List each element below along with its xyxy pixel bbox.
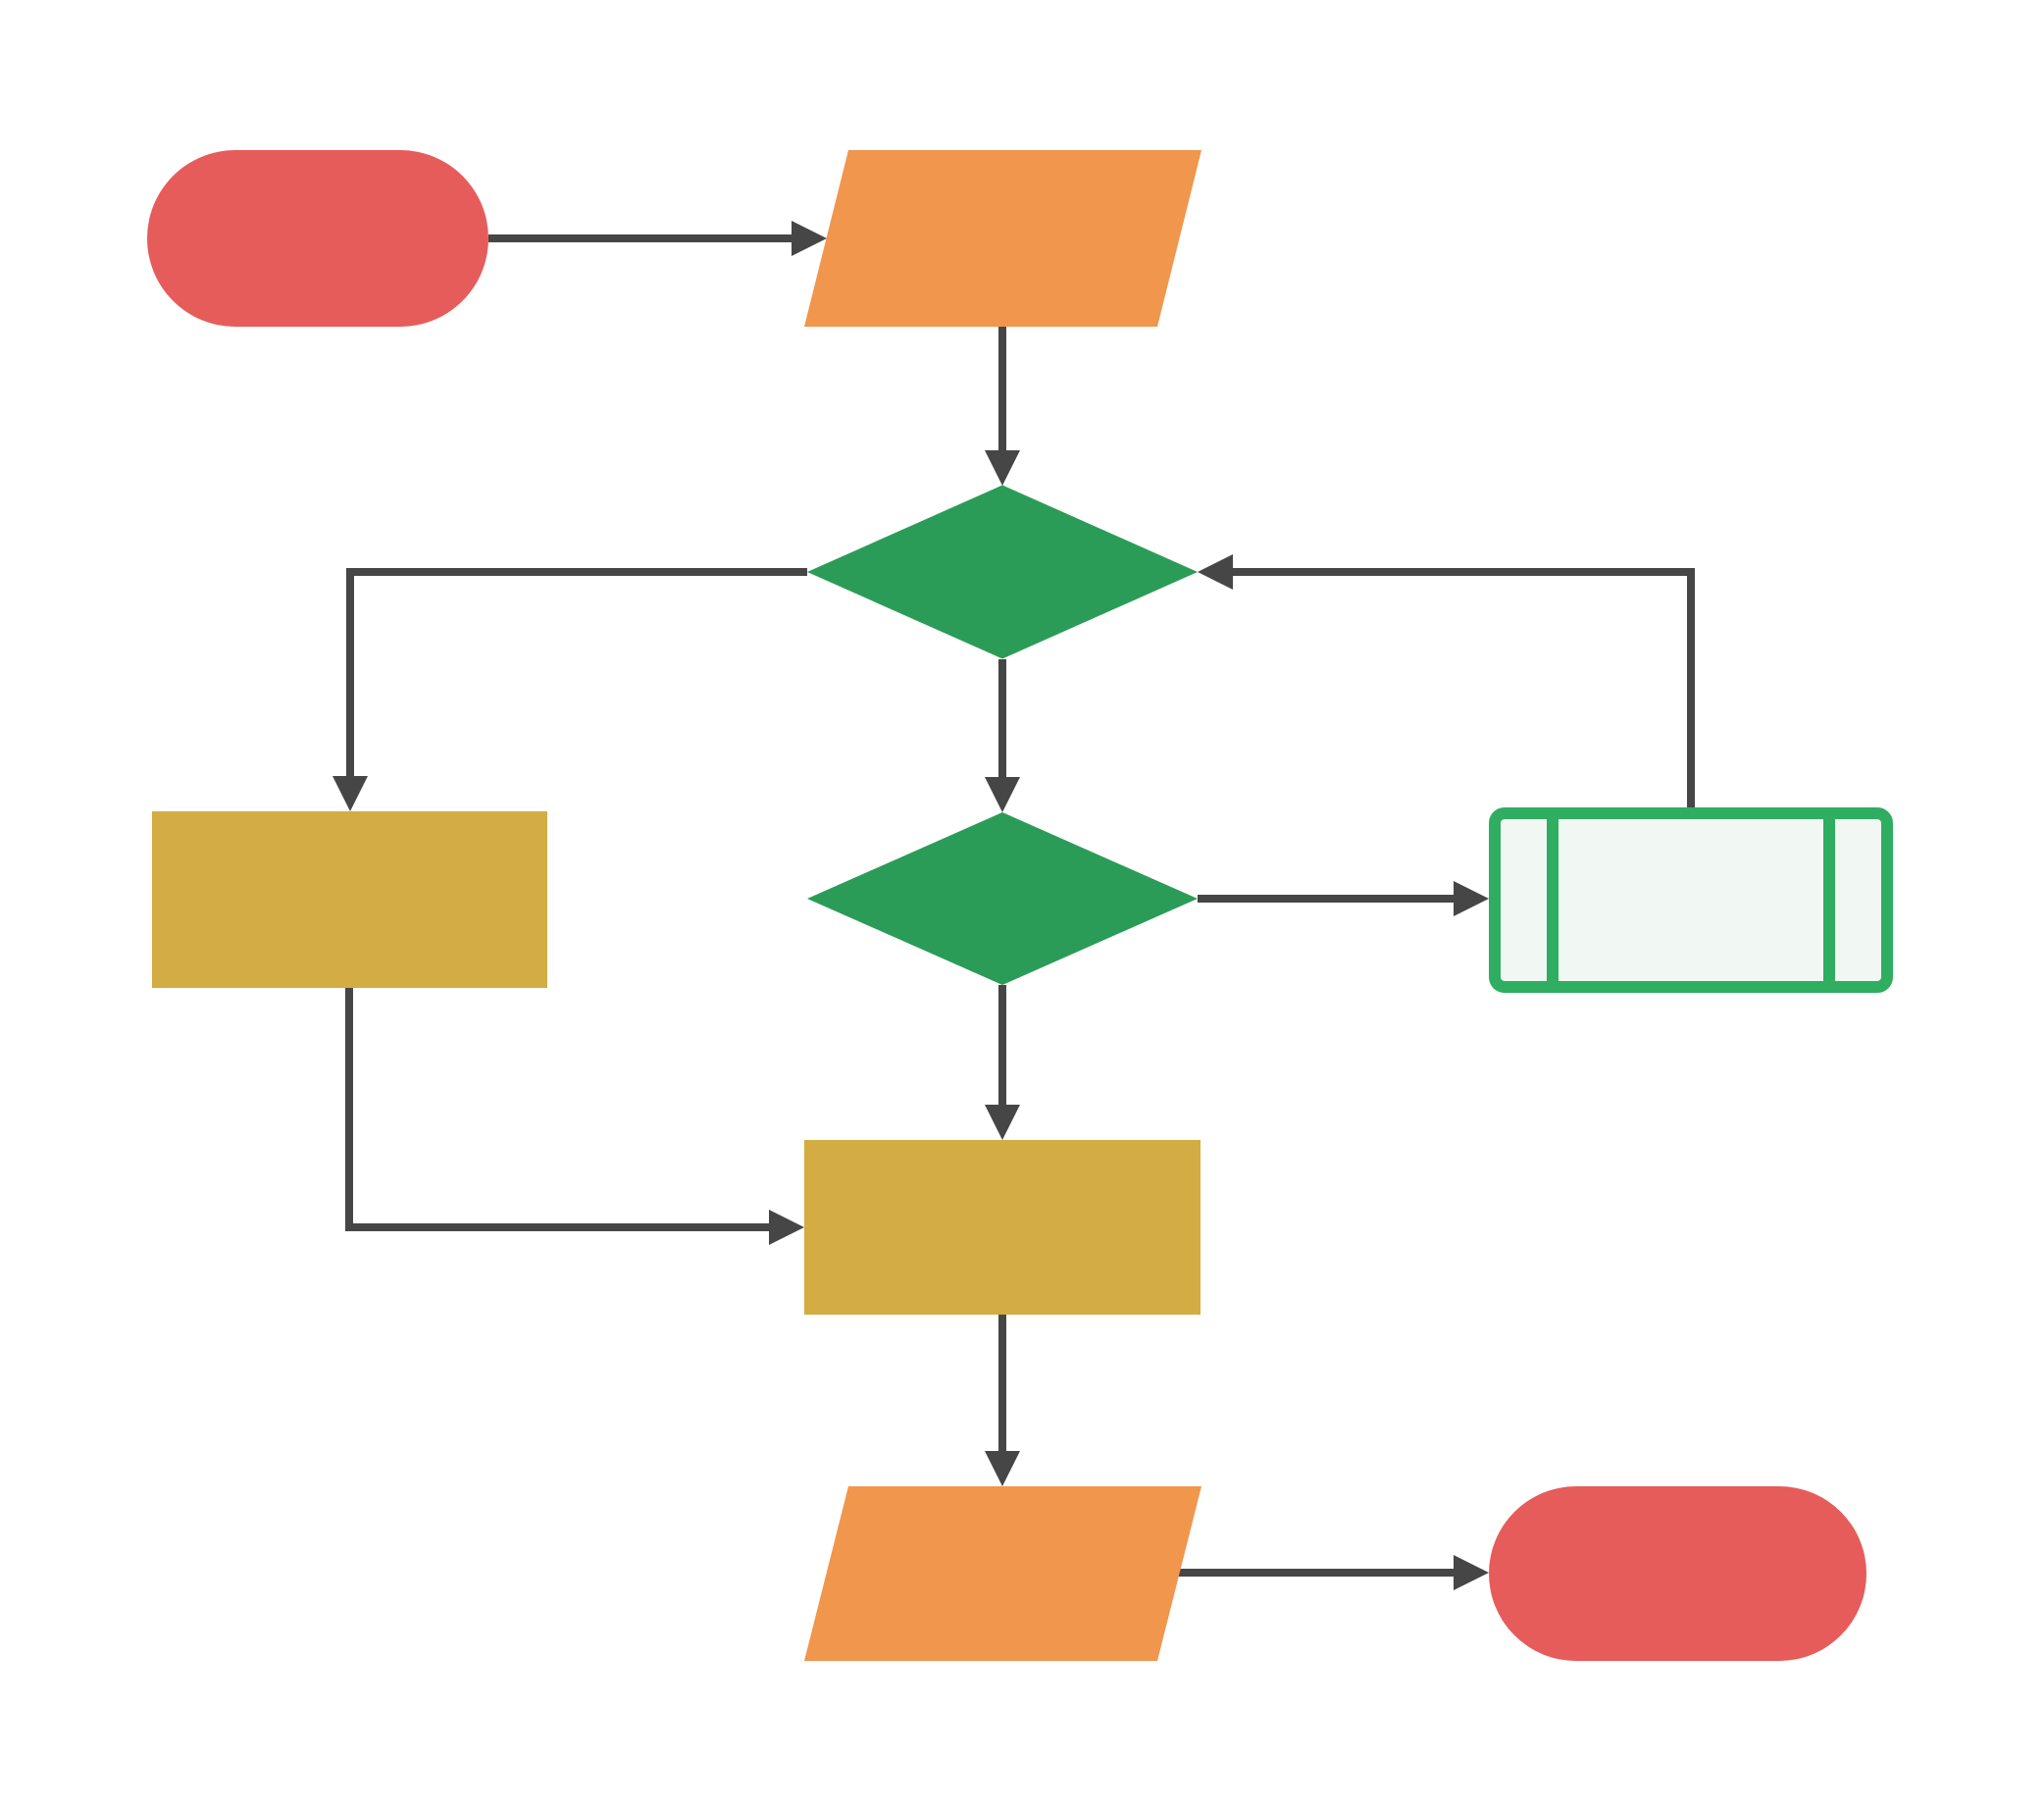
- edge-output-to-end[interactable]: [1178, 1555, 1489, 1590]
- terminator-shape: [1489, 1486, 1866, 1661]
- process-shape: [152, 811, 547, 988]
- edge-left-process-to-center-process[interactable]: [345, 988, 804, 1245]
- arrowhead-icon: [985, 1451, 1020, 1486]
- edge-decision1-to-decision2[interactable]: [985, 659, 1020, 812]
- terminator-shape: [147, 150, 488, 327]
- arrowhead-icon: [985, 777, 1020, 812]
- predefined-outer-rect: [1489, 807, 1893, 993]
- arrowhead-icon: [985, 1105, 1020, 1140]
- edge-predefined-return-to-decision1[interactable]: [1198, 554, 1695, 807]
- decision-diamond-shape: [807, 812, 1198, 985]
- decision-diamond-shape: [807, 485, 1198, 659]
- arrowhead-icon: [792, 221, 827, 256]
- arrowhead-icon: [332, 776, 368, 811]
- arrowhead-icon: [1454, 881, 1489, 916]
- arrowhead-icon: [769, 1210, 804, 1245]
- process-shape: [804, 1140, 1201, 1315]
- end-terminator-node[interactable]: [1489, 1486, 1866, 1661]
- edge-input-to-decision1[interactable]: [985, 327, 1020, 486]
- process-rect-center[interactable]: [804, 1140, 1201, 1315]
- connector-line: [1229, 568, 1695, 807]
- input-output-parallelogram-top[interactable]: [804, 150, 1201, 327]
- edge-decision1-to-left-process[interactable]: [332, 568, 807, 811]
- arrowhead-icon: [1198, 554, 1233, 590]
- connector-line: [345, 988, 773, 1231]
- parallelogram-shape: [804, 1486, 1201, 1661]
- arrowhead-icon: [985, 450, 1020, 486]
- input-output-parallelogram-bottom[interactable]: [804, 1486, 1201, 1661]
- edge-start-to-input[interactable]: [488, 221, 827, 256]
- edge-decision2-to-center-process[interactable]: [985, 985, 1020, 1140]
- decision-diamond-1[interactable]: [807, 485, 1198, 659]
- start-terminator-node[interactable]: [147, 150, 488, 327]
- decision-diamond-2[interactable]: [807, 812, 1198, 985]
- process-rect-left[interactable]: [152, 811, 547, 988]
- edge-decision2-to-predefined[interactable]: [1198, 881, 1489, 916]
- predefined-process-node[interactable]: [1489, 807, 1893, 993]
- edge-center-process-to-output[interactable]: [985, 1315, 1020, 1486]
- connector-line: [346, 568, 807, 780]
- arrowhead-icon: [1454, 1555, 1489, 1590]
- parallelogram-shape: [804, 150, 1201, 327]
